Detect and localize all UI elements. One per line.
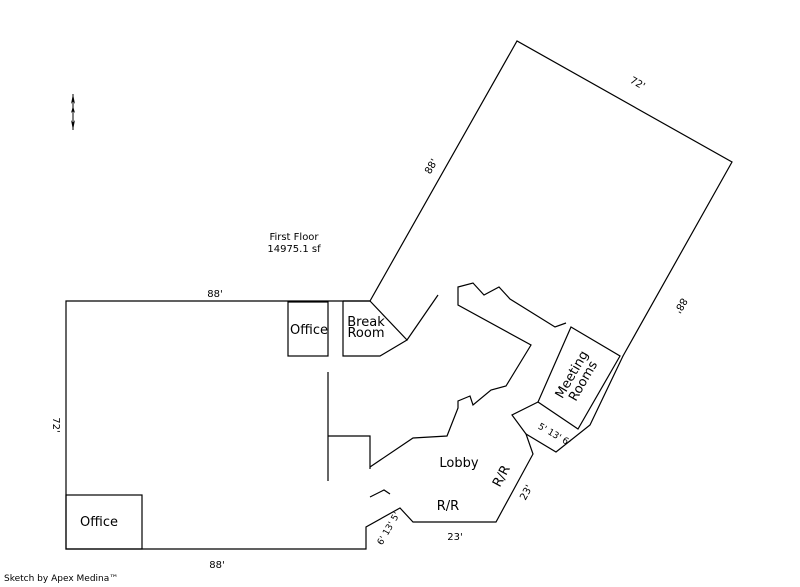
room-label-office-bottom: Office [80, 515, 118, 530]
dim-small-right: 5' 13' 6' [536, 422, 572, 449]
room-label-rr-bottom: R/R [437, 499, 459, 514]
office-bottom-outline [65, 494, 143, 550]
room-label-office-top: Office [290, 323, 328, 338]
dim-top-right: 72' [628, 75, 647, 92]
dim-diag-upper: 88' [423, 157, 440, 176]
dim-left-side: 72' [50, 417, 61, 432]
dim-right-side: 88' [672, 296, 689, 315]
floor-name: First Floor [269, 232, 319, 243]
interior-walls [65, 282, 621, 550]
floor-area: 14975.1 sf [267, 244, 321, 255]
north-arrow-icon [71, 94, 75, 130]
office-top-outline [287, 301, 329, 357]
dim-diag-lobby: 23' [518, 483, 535, 502]
room-label-lobby: Lobby [439, 456, 478, 471]
room-label-rr-diag: R/R [490, 463, 514, 490]
room-label-break-line2: Room [347, 326, 384, 341]
outer-walls [65, 40, 733, 550]
room-label-break-line1: Break [347, 315, 385, 330]
sketch-credit: Sketch by Apex Medina™ [4, 574, 119, 584]
break-room-outline [342, 300, 408, 357]
dim-bottom-lobby: 23' [447, 532, 462, 543]
dim-bottom-left: 88' [209, 560, 224, 571]
dim-top-left: 88' [207, 289, 222, 300]
dim-small-left: 6' 13' 5' [376, 511, 403, 547]
meeting-rooms-outline [537, 326, 621, 430]
